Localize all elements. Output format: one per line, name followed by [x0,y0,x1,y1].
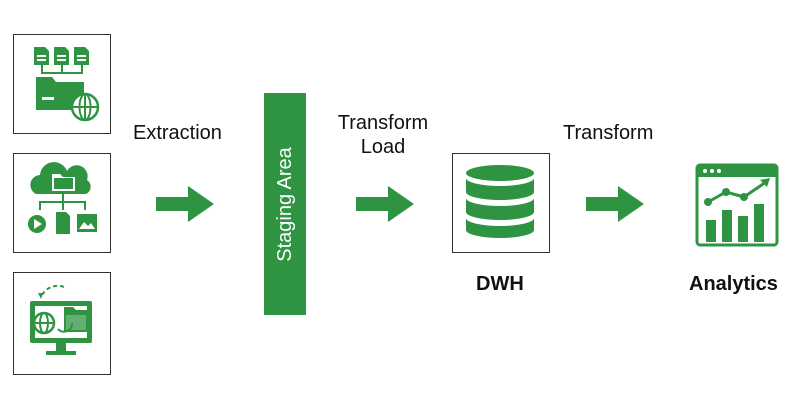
dwh-label: DWH [476,273,524,295]
analytics-label: Analytics [689,273,778,295]
source-box-files [13,34,111,134]
transform-load-line-1: Transform [337,112,429,134]
transform-load-line-2: Load [360,136,406,158]
extraction-label: Extraction [133,122,222,144]
right-arrow-icon [586,186,644,222]
transform-label: Transform [563,122,654,144]
source-box-monitor [13,272,111,375]
cloud-folder-media-icon [28,162,97,234]
staging-area-bar: Staging Area [264,93,306,315]
dwh-box [452,153,550,253]
database-icon [466,165,534,238]
analytics-dashboard-icon [695,163,779,247]
transform-load-label: Transform Load [328,111,438,159]
file-network-folder-globe-icon [34,47,100,122]
right-arrow-icon [156,186,214,222]
right-arrow-icon [356,186,414,222]
source-box-cloud [13,153,111,253]
staging-area-label: Staging Area [273,146,296,262]
monitor-globe-sync-icon [30,284,92,355]
